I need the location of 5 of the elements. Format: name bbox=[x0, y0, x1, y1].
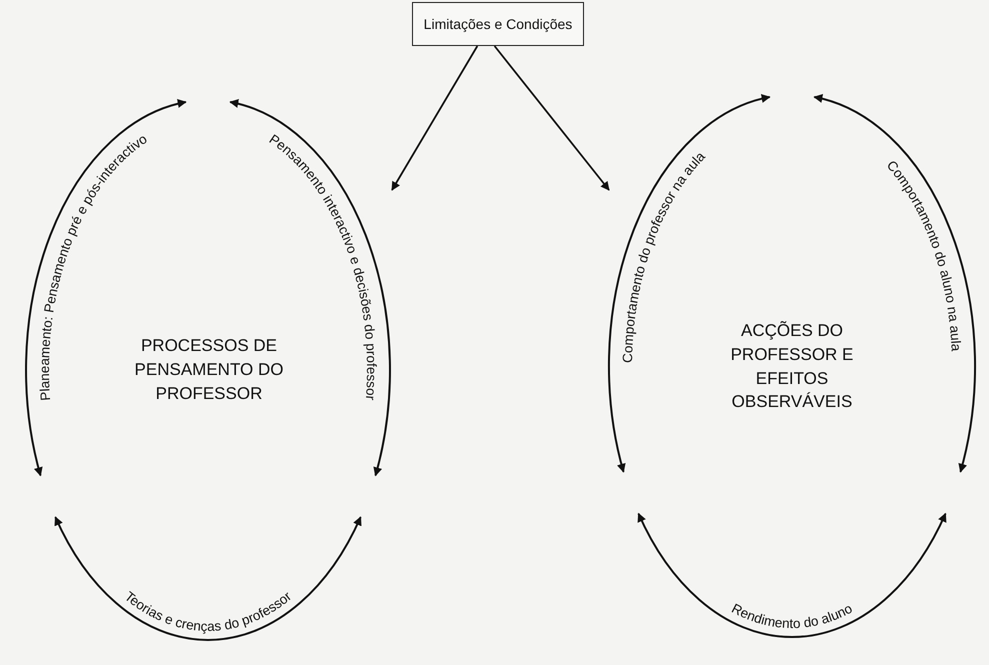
heading-text: PROCESSOS DE PENSAMENTO DO PROFESSOR bbox=[134, 335, 284, 405]
label-box: Limitações e Condições bbox=[412, 2, 584, 46]
arrow bbox=[494, 45, 610, 191]
heading-text: ACÇÕES DO PROFESSOR E EFEITOS OBSERVÁVEIS bbox=[730, 320, 854, 414]
arrow bbox=[391, 46, 478, 191]
